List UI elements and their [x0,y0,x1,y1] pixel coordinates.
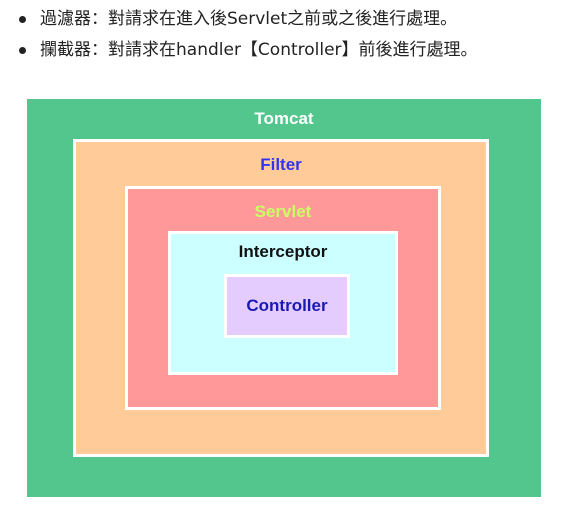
bullet-dot-icon [19,47,26,54]
interceptor-label: Interceptor [238,242,328,261]
interceptor-layer: Interceptor Controller [168,231,398,375]
note-interceptor-text: 攔截器：對請求在handler【Controller】前後進行處理。 [40,40,478,60]
servlet-layer: Servlet Interceptor Controller [125,186,441,410]
filter-layer: Filter Servlet Interceptor Controller [73,139,489,457]
note-filter: 過濾器：對請求在進入後Servlet之前或之後進行處理。 [0,4,580,34]
bullet-dot-icon [19,16,26,23]
notes-list: 過濾器：對請求在進入後Servlet之前或之後進行處理。 攔截器：對請求在han… [0,0,580,65]
note-filter-text: 過濾器：對請求在進入後Servlet之前或之後進行處理。 [40,9,458,29]
nested-layers-diagram: Tomcat Filter Servlet Interceptor Contro… [27,99,541,497]
tomcat-label: Tomcat [254,109,314,128]
controller-layer: Controller [224,274,350,338]
filter-label: Filter [260,155,302,174]
controller-label: Controller [246,296,328,315]
servlet-label: Servlet [254,202,312,221]
tomcat-layer: Tomcat Filter Servlet Interceptor Contro… [27,99,541,497]
note-interceptor: 攔截器：對請求在handler【Controller】前後進行處理。 [0,35,580,65]
